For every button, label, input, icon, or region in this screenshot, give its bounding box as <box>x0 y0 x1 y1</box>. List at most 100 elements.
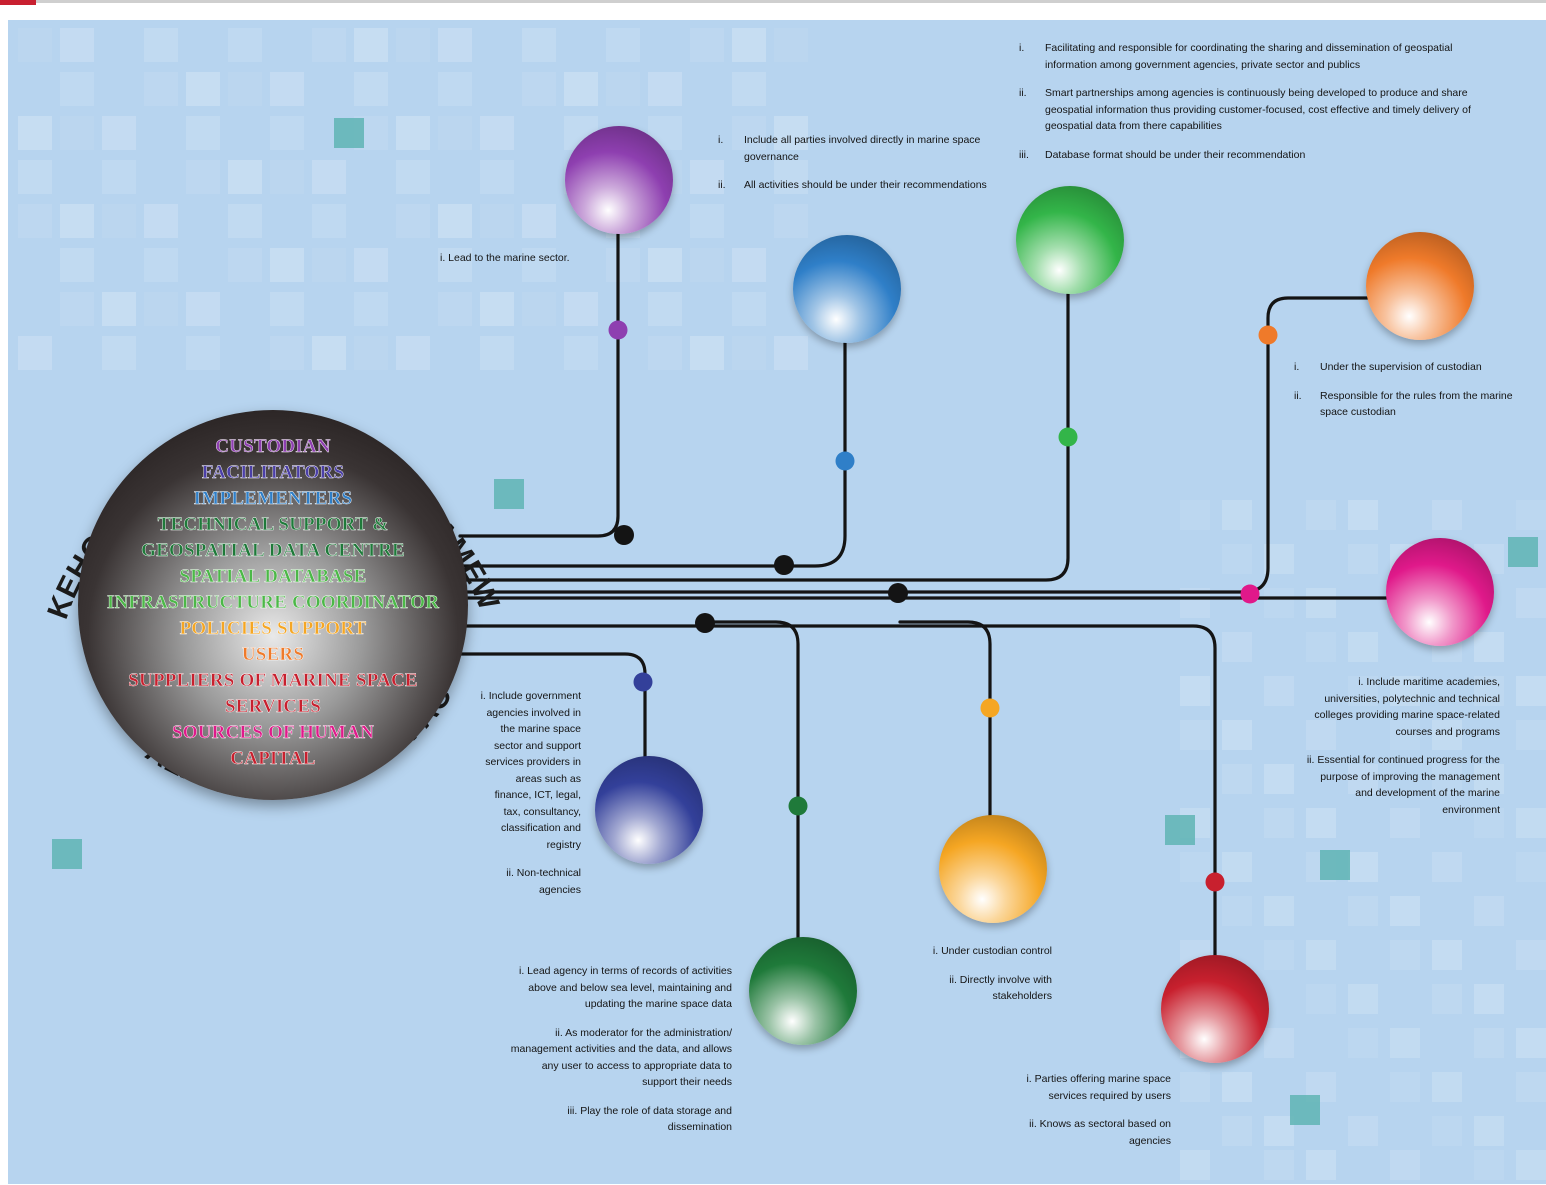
role-human-capital-line-2: CAPITAL <box>230 748 316 769</box>
sphere-policies-support <box>939 815 1047 923</box>
connector-line <box>703 620 800 942</box>
background-tile <box>1222 632 1252 662</box>
background-tile <box>18 160 52 194</box>
connector-dots <box>608 320 1278 892</box>
background-tile <box>1348 852 1378 882</box>
background-tile <box>648 336 682 370</box>
background-tile <box>732 292 766 326</box>
background-tile <box>1180 720 1210 750</box>
role-facilitators: FACILITATORS <box>201 462 345 483</box>
background-tile <box>1516 1150 1546 1180</box>
background-tile <box>1516 720 1546 750</box>
background-tile <box>186 160 220 194</box>
connector-line <box>458 288 1070 582</box>
accent-tile <box>334 118 364 148</box>
background-tile <box>270 336 304 370</box>
sphere-suppliers <box>1161 955 1269 1063</box>
note-implementers: i. Include government agencies involved … <box>480 690 581 896</box>
background-tile <box>1432 940 1462 970</box>
background-tile <box>354 292 388 326</box>
background-tile <box>1180 852 1210 882</box>
background-tile <box>1432 1116 1462 1146</box>
accent-tile <box>1290 1095 1320 1125</box>
background-tile <box>1390 896 1420 926</box>
note-custodian: i. Lead to the marine sector. <box>440 252 570 264</box>
background-tile <box>1474 896 1504 926</box>
background-tile <box>1390 808 1420 838</box>
note-spatial-database: i. Lead agency in terms of records of ac… <box>510 965 732 1133</box>
note-human-capital: i. Include maritime academies, universit… <box>1306 676 1500 816</box>
junction-dot <box>695 613 715 633</box>
background-tile <box>1348 764 1378 794</box>
branch-dot <box>1258 325 1278 345</box>
background-tile <box>18 116 52 150</box>
background-tile <box>1474 808 1504 838</box>
background-tile <box>1390 676 1420 706</box>
background-tile <box>1432 1072 1462 1102</box>
background-tile <box>1432 720 1462 750</box>
background-tile <box>1348 984 1378 1014</box>
background-tile <box>732 72 766 106</box>
background-tile <box>1306 1150 1336 1180</box>
background-tile <box>18 336 52 370</box>
background-tile <box>18 204 52 238</box>
background-tile <box>18 28 52 62</box>
sphere-technical-support <box>1016 186 1124 294</box>
background-tile <box>648 292 682 326</box>
background-tile <box>312 160 346 194</box>
background-tile <box>1306 984 1336 1014</box>
background-tile <box>1432 764 1462 794</box>
background-tile <box>774 204 808 238</box>
role-spatial-database-line-2: INFRASTRUCTURE COORDINATOR <box>106 592 440 613</box>
background-tile <box>1264 676 1294 706</box>
role-custodian: CUSTODIAN <box>215 436 331 457</box>
role-spatial-database-line-1: SPATIAL DATABASE <box>179 566 367 587</box>
background-tile <box>1390 1150 1420 1180</box>
role-users: USERS <box>241 644 305 665</box>
branch-dot <box>633 672 653 692</box>
background-tile <box>60 116 94 150</box>
background-tile <box>1306 500 1336 530</box>
background-tile <box>1390 720 1420 750</box>
background-tile <box>186 336 220 370</box>
background-tile <box>1474 1116 1504 1146</box>
background-tile <box>396 116 430 150</box>
background-tile <box>396 204 430 238</box>
note-technical-support: i.Facilitating and responsible for coord… <box>1019 42 1471 161</box>
background-tile <box>144 292 178 326</box>
background-tile <box>270 72 304 106</box>
background-tile <box>1474 1150 1504 1180</box>
background-tile <box>1474 632 1504 662</box>
background-tile <box>102 116 136 150</box>
background-tile <box>1264 1028 1294 1058</box>
background-tile <box>1306 588 1336 618</box>
background-tile <box>1348 632 1378 662</box>
role-technical-support-line-1: TECHNICAL SUPPORT & <box>157 514 389 535</box>
background-tile <box>480 160 514 194</box>
sphere-custodian <box>565 126 673 234</box>
background-tile <box>186 116 220 150</box>
background-tile <box>270 292 304 326</box>
note-users: i.Under the supervision of custodian ii.… <box>1294 361 1513 418</box>
connector-line <box>458 624 1217 962</box>
background-tile <box>1432 984 1462 1014</box>
background-tile <box>1222 852 1252 882</box>
sphere-implementers <box>595 756 703 864</box>
background-tile <box>1348 896 1378 926</box>
background-tile <box>1348 676 1378 706</box>
background-tile <box>354 336 388 370</box>
background-tile <box>606 72 640 106</box>
framework-hub <box>78 410 468 800</box>
background-tile <box>522 72 556 106</box>
accent-tile <box>1165 815 1195 845</box>
accent-tile <box>1508 537 1538 567</box>
background-tile <box>312 204 346 238</box>
background-tile <box>522 204 556 238</box>
junction-dot <box>888 583 908 603</box>
background-tile <box>186 292 220 326</box>
sphere-human-capital <box>1386 538 1494 646</box>
background-tile <box>732 116 766 150</box>
background-tile <box>1306 632 1336 662</box>
background-tile <box>1516 588 1546 618</box>
